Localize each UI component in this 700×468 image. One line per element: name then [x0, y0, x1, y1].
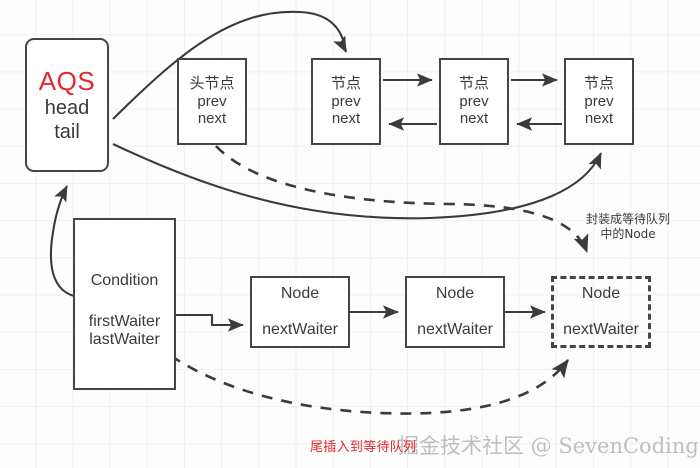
aqs-box[interactable]: AQS head tail — [25, 38, 109, 172]
wait-node-field: nextWaiter — [262, 320, 338, 338]
sync-node-title: 头节点 — [189, 75, 235, 93]
edge-condition-to-wnode1 — [176, 313, 244, 332]
aqs-field-tail: tail — [54, 120, 80, 143]
sync-node-prev: prev — [197, 92, 227, 110]
condition-box[interactable]: Condition firstWaiter lastWaiter — [73, 218, 176, 390]
condition-first-waiter: firstWaiter — [88, 312, 161, 330]
annotation-wrap-node: 封装成等待队列 中的Node — [586, 212, 670, 242]
watermark: 掘金技术社区 @ SevenCoding — [398, 434, 699, 458]
sync-node-next: next — [331, 110, 361, 128]
sync-node-title: 节点 — [583, 75, 614, 93]
wait-node-3-new[interactable]: Node nextWaiter — [551, 276, 651, 348]
annotation-wrap-node-line1: 封装成等待队列 — [586, 212, 671, 226]
condition-last-waiter: lastWaiter — [89, 331, 160, 349]
sync-node-next: next — [197, 110, 227, 128]
wait-node-2[interactable]: Node nextWaiter — [405, 276, 505, 348]
edge-headnode-to-waitnode-dashed — [215, 145, 589, 253]
sync-node-title: 节点 — [458, 75, 489, 93]
sync-node-next: next — [459, 110, 489, 128]
annotation-tail-insert: 尾插入到等待队列 — [310, 440, 417, 455]
sync-node-head[interactable]: 头节点 prev next — [177, 58, 247, 145]
edge-head-to-node1 — [112, 10, 348, 120]
sync-node-prev: prev — [584, 92, 614, 110]
annotation-wrap-node-line2: 中的Node — [600, 227, 656, 241]
aqs-field-head: head — [44, 97, 90, 120]
sync-node-prev: prev — [331, 92, 361, 110]
wait-node-1[interactable]: Node nextWaiter — [250, 276, 350, 348]
wait-node-field: nextWaiter — [563, 320, 639, 338]
condition-title: Condition — [90, 272, 159, 289]
wait-node-title: Node — [435, 284, 475, 302]
aqs-title: AQS — [38, 65, 96, 96]
wait-node-title: Node — [581, 284, 621, 302]
sync-node-3[interactable]: 节点 prev next — [564, 58, 634, 145]
edge-condition-to-aqs — [49, 185, 75, 298]
wait-node-title: Node — [280, 284, 320, 302]
edge-tail-to-node3 — [112, 143, 602, 220]
sync-node-prev: prev — [459, 92, 489, 110]
sync-node-next: next — [584, 110, 614, 128]
sync-node-1[interactable]: 节点 prev next — [311, 58, 381, 145]
wait-node-field: nextWaiter — [417, 320, 493, 338]
sync-node-title: 节点 — [330, 75, 361, 93]
sync-node-2[interactable]: 节点 prev next — [439, 58, 509, 145]
